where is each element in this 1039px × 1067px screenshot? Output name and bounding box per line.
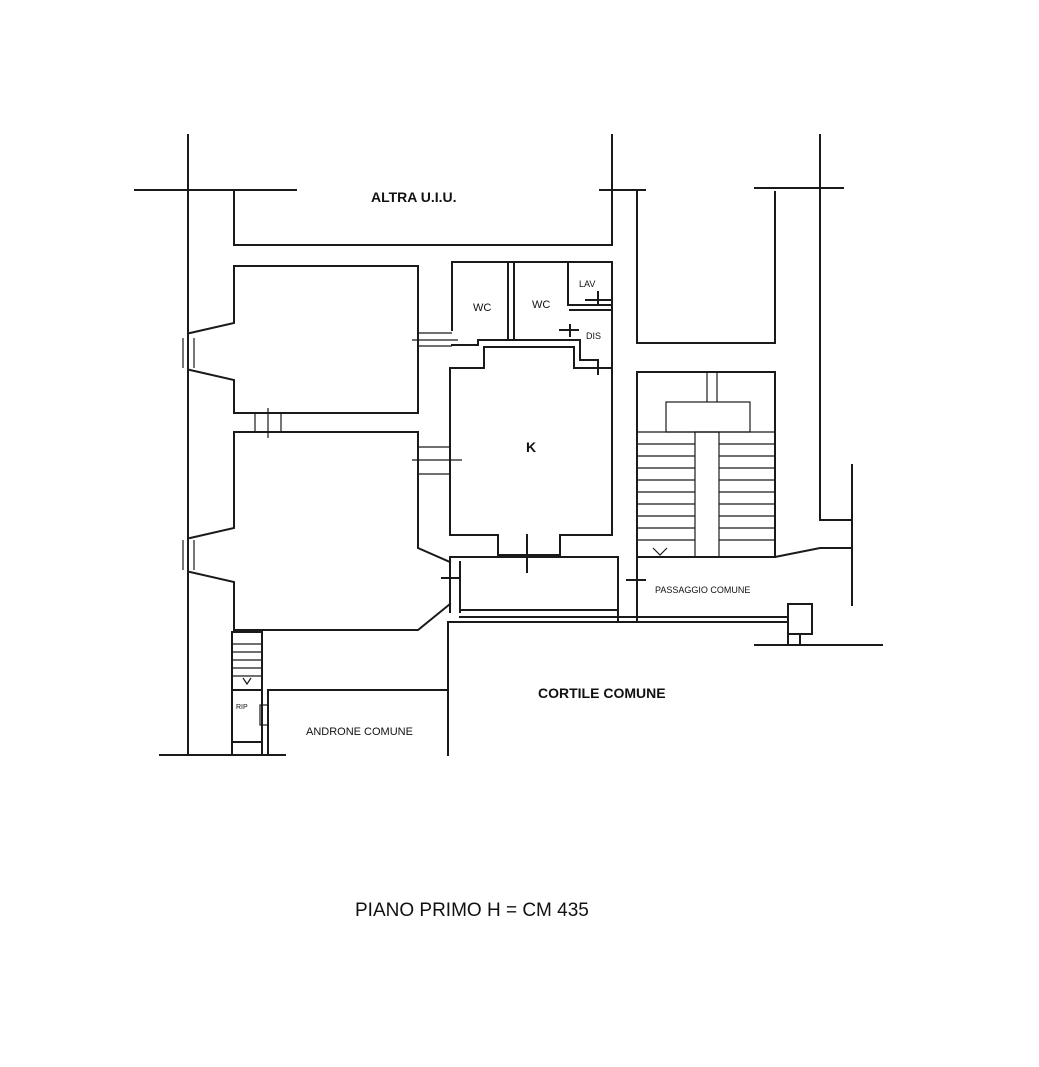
label-androne-comune: ANDRONE COMUNE (306, 726, 413, 738)
right-recess (636, 191, 776, 344)
label-altra-uiu: ALTRA U.I.U. (371, 189, 457, 205)
staircase (636, 371, 776, 558)
label-cortile-comune: CORTILE COMUNE (538, 685, 666, 701)
corridor (441, 556, 646, 623)
outer-walls (134, 134, 883, 756)
room-lower-left (188, 431, 452, 631)
service-block (449, 261, 613, 573)
label-wc-1: WC (473, 302, 491, 314)
plan-caption: PIANO PRIMO H = CM 435 (355, 900, 589, 921)
altra-uiu-block (233, 191, 613, 246)
rip-stair (231, 631, 447, 756)
label-wc-2: WC (532, 299, 550, 311)
label-dis: DIS (586, 331, 601, 341)
door-openings (182, 332, 462, 570)
label-rip: RIP (236, 704, 248, 711)
label-kitchen: K (526, 439, 536, 455)
label-lav: LAV (579, 279, 595, 289)
passaggio-comune-area (447, 547, 853, 756)
room-upper-left (188, 265, 419, 414)
label-passaggio-comune: PASSAGGIO COMUNE (655, 585, 750, 595)
